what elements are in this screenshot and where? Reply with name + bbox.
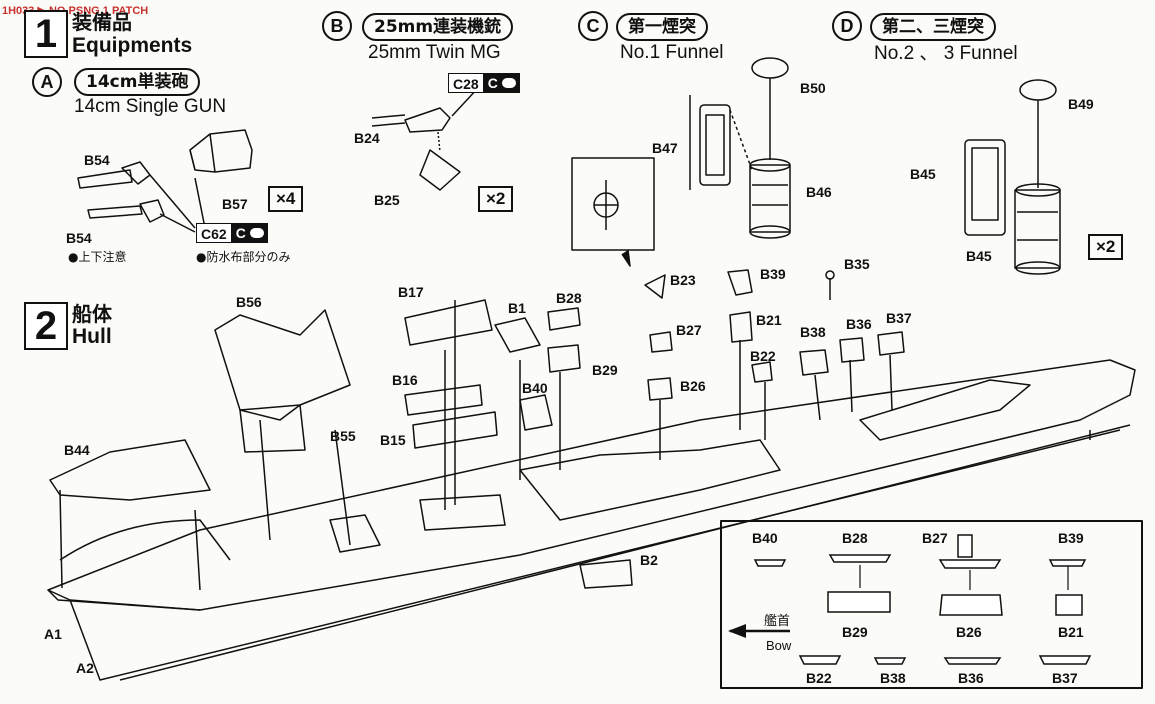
section-c-title-jp: 第一煙突	[616, 13, 708, 41]
detail-label: B27	[922, 530, 948, 546]
part-label: B44	[64, 442, 90, 458]
part-label: B17	[398, 284, 424, 300]
section-b-letter: B	[322, 11, 352, 41]
section-a-title-en: 14cm Single GUN	[74, 96, 227, 117]
part-label: B55	[330, 428, 356, 444]
section-c-letter: C	[578, 11, 608, 41]
detail-label: B22	[806, 670, 832, 686]
part-label: B35	[844, 256, 870, 272]
part-label: B23	[670, 272, 696, 288]
part-label: B24	[354, 130, 380, 146]
section-b-title-en: 25mm Twin MG	[368, 42, 501, 63]
step-2-number: 2	[24, 302, 68, 350]
part-label: B36	[846, 316, 872, 332]
part-label: B39	[760, 266, 786, 282]
detail-label: B37	[1052, 670, 1078, 686]
bow-label-jp: 艦首	[764, 614, 791, 629]
bow-label-en: Bow	[766, 638, 792, 653]
part-label: B2	[640, 552, 658, 568]
funnel-2-3-illustration	[964, 79, 1061, 275]
part-label: B40	[522, 380, 548, 396]
part-label: B45	[910, 166, 936, 182]
section-a-multiplier: ×4	[268, 186, 304, 212]
part-label: B1	[508, 300, 526, 316]
part-label: B21	[756, 312, 782, 328]
step-1-title-en: Equipments	[72, 34, 193, 57]
part-label: B25	[374, 192, 400, 208]
section-b-tag-code: C28	[448, 73, 484, 93]
section-a-tag-letter: C	[235, 225, 246, 241]
part-label: A1	[44, 626, 62, 642]
part-label: B15	[380, 432, 406, 448]
section-d-multiplier: ×2	[1088, 234, 1124, 260]
part-label: B54	[66, 230, 92, 246]
step-1-number: 1	[24, 10, 68, 58]
part-label: B26	[680, 378, 706, 394]
section-c-title-en: No.1 Funnel	[620, 42, 724, 63]
detail-label: B36	[958, 670, 984, 686]
sprue-dot-icon	[249, 228, 264, 238]
part-label: B54	[84, 152, 110, 168]
part-label: B29	[592, 362, 618, 378]
hull-parts-illustration	[214, 269, 905, 453]
part-label: B27	[676, 322, 702, 338]
section-a-tag-code: C62	[196, 223, 232, 243]
gun-turret-illustration	[77, 129, 253, 233]
section-a-note-2: ●防水布部分のみ	[196, 250, 291, 264]
step-2-title-en: Hull	[72, 325, 112, 348]
part-label: B50	[800, 80, 826, 96]
part-label: B49	[1068, 96, 1094, 112]
step-1-title-jp: 装備品	[72, 10, 132, 34]
part-label: B38	[800, 324, 826, 340]
part-label: B47	[652, 140, 678, 156]
step-2-title-jp: 船体	[72, 302, 112, 326]
section-a-title-jp: 14cm単装砲	[74, 68, 201, 96]
part-label: B45	[966, 248, 992, 264]
sprue-dot-icon	[501, 78, 516, 88]
section-d-title-jp: 第二、三煙突	[870, 13, 996, 41]
part-label: B46	[806, 184, 832, 200]
detail-label: B28	[842, 530, 868, 546]
part-label: B22	[750, 348, 776, 364]
detail-label: B29	[842, 624, 868, 640]
section-d-letter: D	[832, 11, 862, 41]
section-b-tag-letter: C	[487, 75, 498, 91]
detail-label: B39	[1058, 530, 1084, 546]
twin-mg-illustration	[371, 87, 479, 191]
section-d-title-en: No.2 、 3 Funnel	[874, 43, 1018, 64]
section-b-multiplier: ×2	[478, 186, 514, 212]
funnel-1-illustration	[689, 57, 791, 239]
section-a-note-1: ●上下注意	[68, 250, 127, 264]
part-label: A2	[76, 660, 94, 676]
detail-label: B40	[752, 530, 778, 546]
part-label: B56	[236, 294, 262, 310]
part-label: B28	[556, 290, 582, 306]
part-label: B37	[886, 310, 912, 326]
detail-label: B38	[880, 670, 906, 686]
detail-label: B26	[956, 624, 982, 640]
section-a-part-tag: C62 C	[196, 223, 268, 243]
detail-label: B21	[1058, 624, 1084, 640]
section-b-title-jp: 25mm連装機銃	[362, 13, 514, 41]
part-label: B57	[222, 196, 248, 212]
part-label: B16	[392, 372, 418, 388]
section-b-part-tag: C28 C	[448, 73, 520, 93]
section-a-letter: A	[32, 67, 62, 97]
hull-illustration	[47, 359, 1136, 681]
